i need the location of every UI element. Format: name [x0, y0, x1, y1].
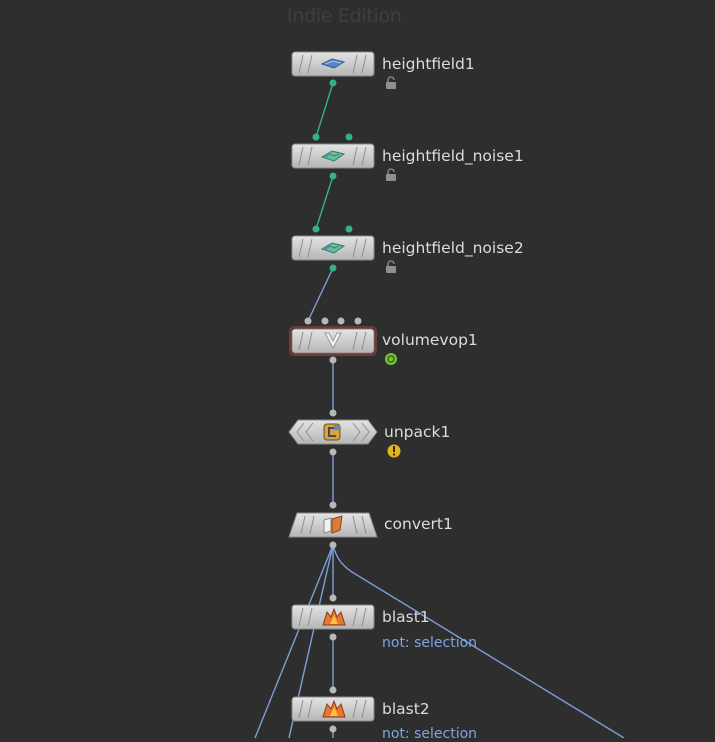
blast-icon — [322, 607, 346, 626]
node-label-heightfield1[interactable]: heightfield1 — [382, 55, 475, 73]
node-heightfield1[interactable] — [291, 51, 375, 87]
vop-icon — [324, 332, 342, 350]
output-connector[interactable] — [329, 79, 337, 87]
output-connector[interactable] — [329, 633, 337, 641]
hda-badge-icon — [385, 353, 397, 365]
lock-icon — [386, 76, 396, 89]
output-connector[interactable] — [329, 172, 337, 180]
convert-icon — [323, 515, 343, 534]
node-label-heightfield-noise2[interactable]: heightfield_noise2 — [382, 239, 524, 257]
heightfield-noise-icon — [320, 242, 346, 254]
warning-icon — [387, 444, 401, 458]
lock-icon — [386, 260, 396, 273]
node-heightfield-noise1[interactable] — [291, 133, 375, 180]
input-connector-2[interactable] — [345, 225, 353, 233]
input-connector-2[interactable] — [345, 133, 353, 141]
node-blast1[interactable] — [291, 594, 375, 641]
node-label-volumevop1[interactable]: volumevop1 — [382, 331, 478, 349]
wire-hf1-to-noise1[interactable] — [315, 82, 334, 138]
input-connector-3[interactable] — [337, 317, 345, 325]
input-connector-1[interactable] — [304, 317, 312, 325]
input-connector-1[interactable] — [312, 225, 320, 233]
input-connector[interactable] — [329, 501, 337, 509]
indie-edition-watermark: Indie Edition — [287, 5, 402, 27]
node-unpack1[interactable] — [288, 409, 378, 456]
node-label-blast2[interactable]: blast2 — [382, 700, 430, 718]
node-comment-blast1: not: selection — [382, 635, 478, 651]
node-convert1[interactable] — [288, 501, 378, 549]
output-connector[interactable] — [329, 448, 337, 456]
wire-convert-offscreen-3[interactable] — [332, 544, 625, 738]
node-label-blast1[interactable]: blast1 — [382, 608, 430, 626]
lock-icon — [386, 168, 396, 181]
node-comment-blast2: not: selection — [382, 726, 478, 742]
wire-convert-offscreen-1[interactable] — [254, 544, 334, 738]
output-connector[interactable] — [329, 541, 337, 549]
node-label-heightfield-noise1[interactable]: heightfield_noise1 — [382, 147, 524, 165]
node-label-unpack1[interactable]: unpack1 — [384, 423, 451, 441]
output-connector[interactable] — [329, 725, 337, 733]
input-connector-2[interactable] — [321, 317, 329, 325]
heightfield-icon — [320, 58, 346, 69]
output-connector[interactable] — [329, 264, 337, 272]
wire-noise2-to-volumevop[interactable] — [307, 267, 334, 322]
input-connector-1[interactable] — [312, 133, 320, 141]
blast-icon — [322, 699, 346, 718]
input-connector[interactable] — [329, 686, 337, 694]
node-heightfield-noise2[interactable] — [291, 225, 375, 272]
heightfield-noise-icon — [320, 150, 346, 162]
input-connector-4[interactable] — [354, 317, 362, 325]
node-volumevop1[interactable] — [289, 317, 377, 364]
wire-noise1-to-noise2[interactable] — [315, 175, 334, 230]
node-label-convert1[interactable]: convert1 — [384, 515, 453, 533]
unpack-icon — [323, 423, 341, 441]
input-connector[interactable] — [329, 594, 337, 602]
node-blast2[interactable] — [291, 686, 375, 733]
output-connector[interactable] — [329, 356, 337, 364]
input-connector[interactable] — [329, 409, 337, 417]
